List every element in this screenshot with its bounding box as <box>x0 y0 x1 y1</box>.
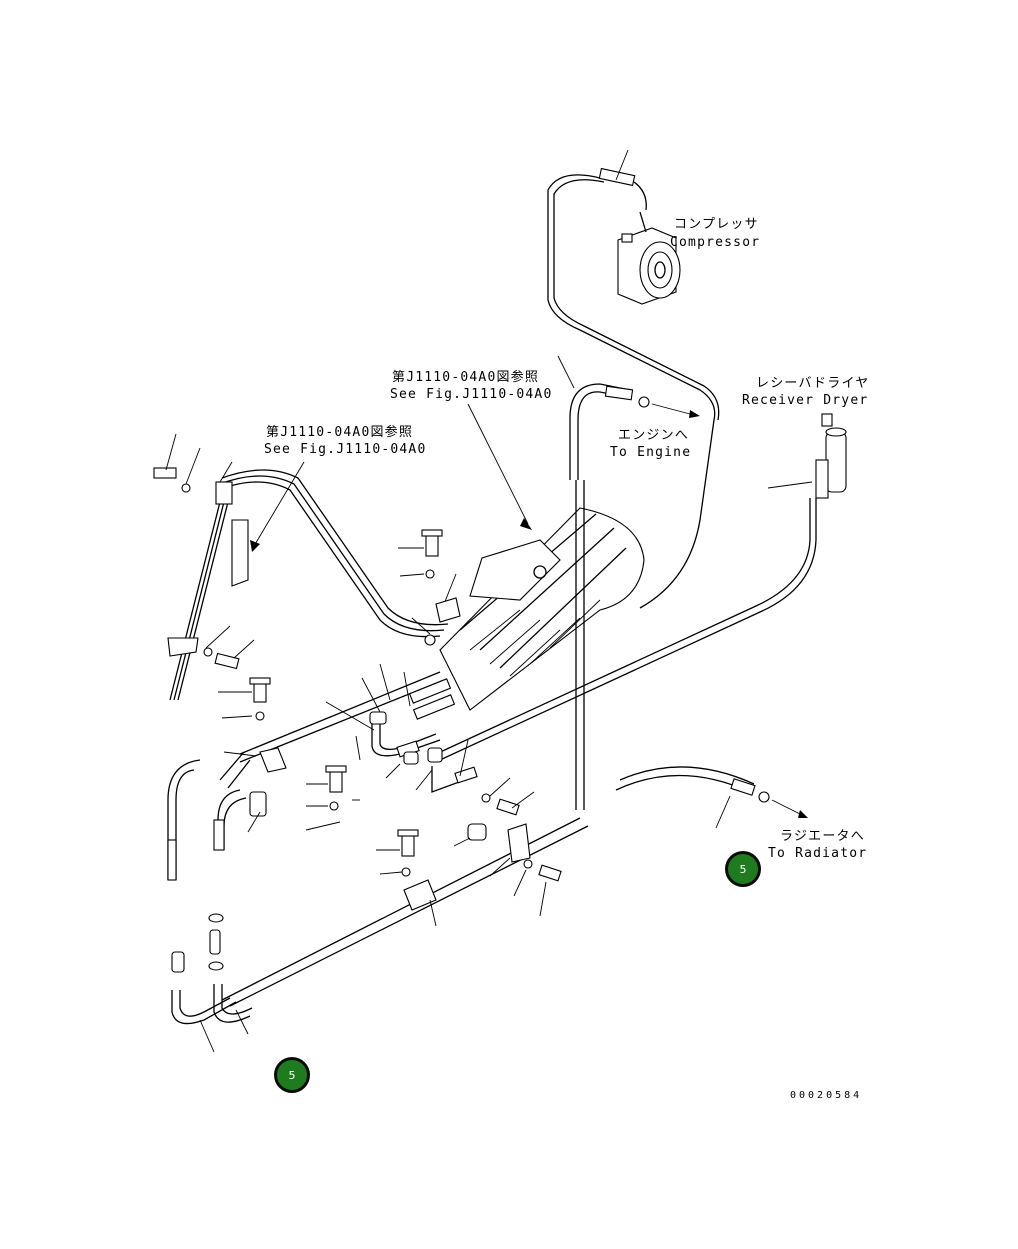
reference-badge-lower[interactable]: 5 <box>274 1057 310 1093</box>
compressor-unit <box>617 211 681 305</box>
harness-lines <box>167 469 449 701</box>
drawing-number: 00020584 <box>790 1090 863 1101</box>
receiver-dryer-label-ja: レシーバドライヤ <box>756 376 870 391</box>
radiator-label-ja: ラジエータへ <box>780 829 865 844</box>
cable-chain <box>250 403 645 711</box>
fasteners <box>153 433 562 927</box>
fittings <box>325 573 478 801</box>
engine-label-ja: エンジンへ <box>618 428 690 443</box>
radiator-tube <box>221 480 808 1007</box>
receiver-dryer <box>435 413 847 761</box>
engine-hose <box>557 355 700 480</box>
see-fig-b-label-en: See Fig.J1110-04A0 <box>264 442 427 457</box>
lower-u-pipes <box>171 913 253 1053</box>
receiver-dryer-label-en: Receiver Dryer <box>742 393 869 408</box>
compressor-hose <box>547 149 720 609</box>
engine-label-en: To Engine <box>610 445 692 460</box>
see-fig-a-label-en: See Fig.J1110-04A0 <box>390 387 553 402</box>
see-fig-a-label-ja: 第J1110-04A0図参照 <box>392 370 540 385</box>
compressor-label-ja: コンプレッサ <box>674 217 759 232</box>
radiator-label-en: To Radiator <box>768 846 868 861</box>
compressor-label-en: Compressor <box>670 235 761 250</box>
see-fig-b-label-ja: 第J1110-04A0図参照 <box>266 425 414 440</box>
reference-badge-radiator[interactable]: 5 <box>725 851 761 887</box>
